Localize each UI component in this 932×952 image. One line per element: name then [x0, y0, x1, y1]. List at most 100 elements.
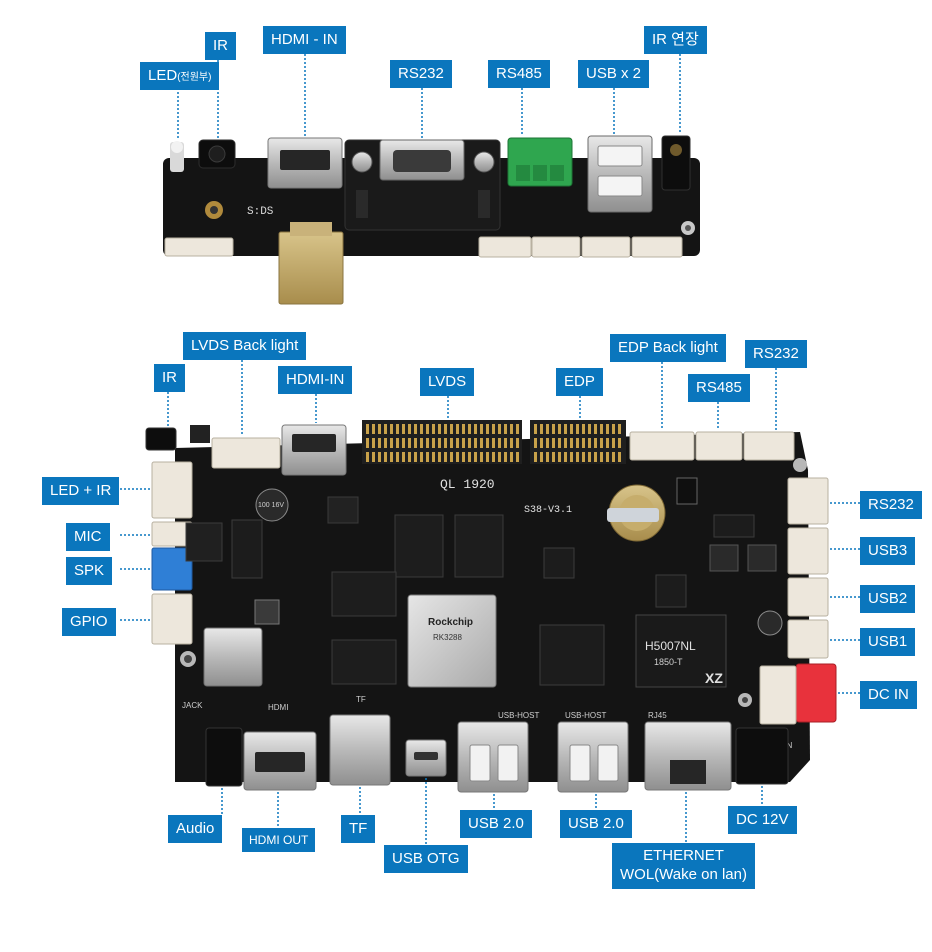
label-led: LED(전원부) — [140, 62, 220, 90]
header-pin — [540, 438, 543, 448]
label-ethernet-line1: ETHERNET — [643, 847, 724, 864]
edp-backlight-header — [629, 431, 695, 461]
label-ir-ext: IR 연장 — [644, 26, 707, 54]
board-id: S38-V3.1 — [524, 505, 572, 516]
header-connector — [164, 237, 234, 257]
header-pin — [570, 424, 573, 434]
board-silk: QL 1920 — [440, 477, 495, 492]
header-pin — [516, 438, 519, 448]
header-pin — [396, 438, 399, 448]
header-pin — [432, 424, 435, 434]
header-pin — [450, 424, 453, 434]
header-pin — [474, 452, 477, 462]
label-rs232-right: RS232 — [860, 491, 922, 519]
inductor — [747, 544, 777, 572]
usb-slot — [469, 744, 491, 782]
hdmi-in-slot — [292, 434, 336, 452]
label-tf: TF — [341, 815, 376, 843]
ethernet-socket — [670, 760, 706, 784]
header-pin — [576, 438, 579, 448]
header-pin — [438, 424, 441, 434]
silk-tf: TF — [356, 695, 366, 704]
rs232-right-header — [787, 477, 829, 525]
header-pin — [384, 424, 387, 434]
header-pin — [534, 438, 537, 448]
header-pin — [390, 424, 393, 434]
header-pin — [594, 452, 597, 462]
header-pin — [510, 424, 513, 434]
header-pin — [402, 424, 405, 434]
header-pin — [366, 452, 369, 462]
header-pin — [384, 452, 387, 462]
silk-jack: JACK — [182, 701, 203, 710]
pin-jumper — [185, 522, 223, 562]
header-pin — [420, 424, 423, 434]
header-pin — [468, 424, 471, 434]
header-pin — [606, 438, 609, 448]
header-pin — [462, 424, 465, 434]
header-pin — [408, 452, 411, 462]
header-pin — [612, 438, 615, 448]
lan-code: 1850-T — [654, 657, 683, 667]
header-pin — [414, 424, 417, 434]
header-pin — [420, 438, 423, 448]
db9-screw — [351, 151, 373, 173]
battery-clip — [607, 508, 659, 522]
label-spk: SPK — [66, 557, 113, 585]
led-dome — [171, 141, 183, 153]
header-pin — [408, 438, 411, 448]
soc-model: RK3288 — [433, 633, 462, 642]
header-pin — [456, 452, 459, 462]
silk-usb-host-b: USB-HOST — [565, 711, 606, 720]
header-pin — [582, 438, 585, 448]
label-dc-in: DC IN — [860, 681, 917, 709]
header-pin — [456, 438, 459, 448]
header-pin — [516, 424, 519, 434]
header-pin — [612, 452, 615, 462]
header-pin — [432, 452, 435, 462]
rs232-header — [743, 431, 795, 461]
header-pin — [606, 424, 609, 434]
header-pin — [534, 452, 537, 462]
mount-hole — [210, 206, 218, 214]
header-pin — [414, 438, 417, 448]
dc-in-latch — [759, 665, 797, 725]
header-pin — [534, 424, 537, 434]
header-connector — [531, 236, 581, 258]
header-pin — [552, 438, 555, 448]
capacitor — [255, 488, 289, 522]
header-pin — [504, 424, 507, 434]
usb-slot — [497, 744, 519, 782]
header-pin — [444, 424, 447, 434]
ir-sensor — [190, 425, 210, 443]
usb1-header — [787, 619, 829, 659]
header-pin — [444, 452, 447, 462]
inductor — [709, 544, 739, 572]
header-pin — [438, 452, 441, 462]
header-pin — [600, 424, 603, 434]
hdmi-out-slot — [255, 752, 305, 772]
label-usb1: USB1 — [860, 628, 916, 656]
db9-post — [356, 190, 368, 218]
label-ir-top: IR — [205, 32, 236, 60]
header-pin — [462, 452, 465, 462]
header-pin — [582, 452, 585, 462]
header-pin — [486, 438, 489, 448]
label-rs485-top: RS485 — [488, 60, 550, 88]
header-pin — [594, 424, 597, 434]
lan-model: H5007NL — [645, 639, 696, 653]
header-connector — [581, 236, 631, 258]
leader-lines — [120, 50, 860, 845]
mount-hole — [793, 458, 807, 472]
header-pin — [552, 452, 555, 462]
ic-chip — [655, 574, 687, 608]
ir-module — [145, 427, 177, 451]
label-rs485-main: RS485 — [688, 374, 750, 402]
header-pin — [540, 424, 543, 434]
header-pin — [558, 438, 561, 448]
label-led-text: LED — [148, 67, 178, 84]
header-pin — [540, 452, 543, 462]
usb-slot — [597, 175, 643, 197]
